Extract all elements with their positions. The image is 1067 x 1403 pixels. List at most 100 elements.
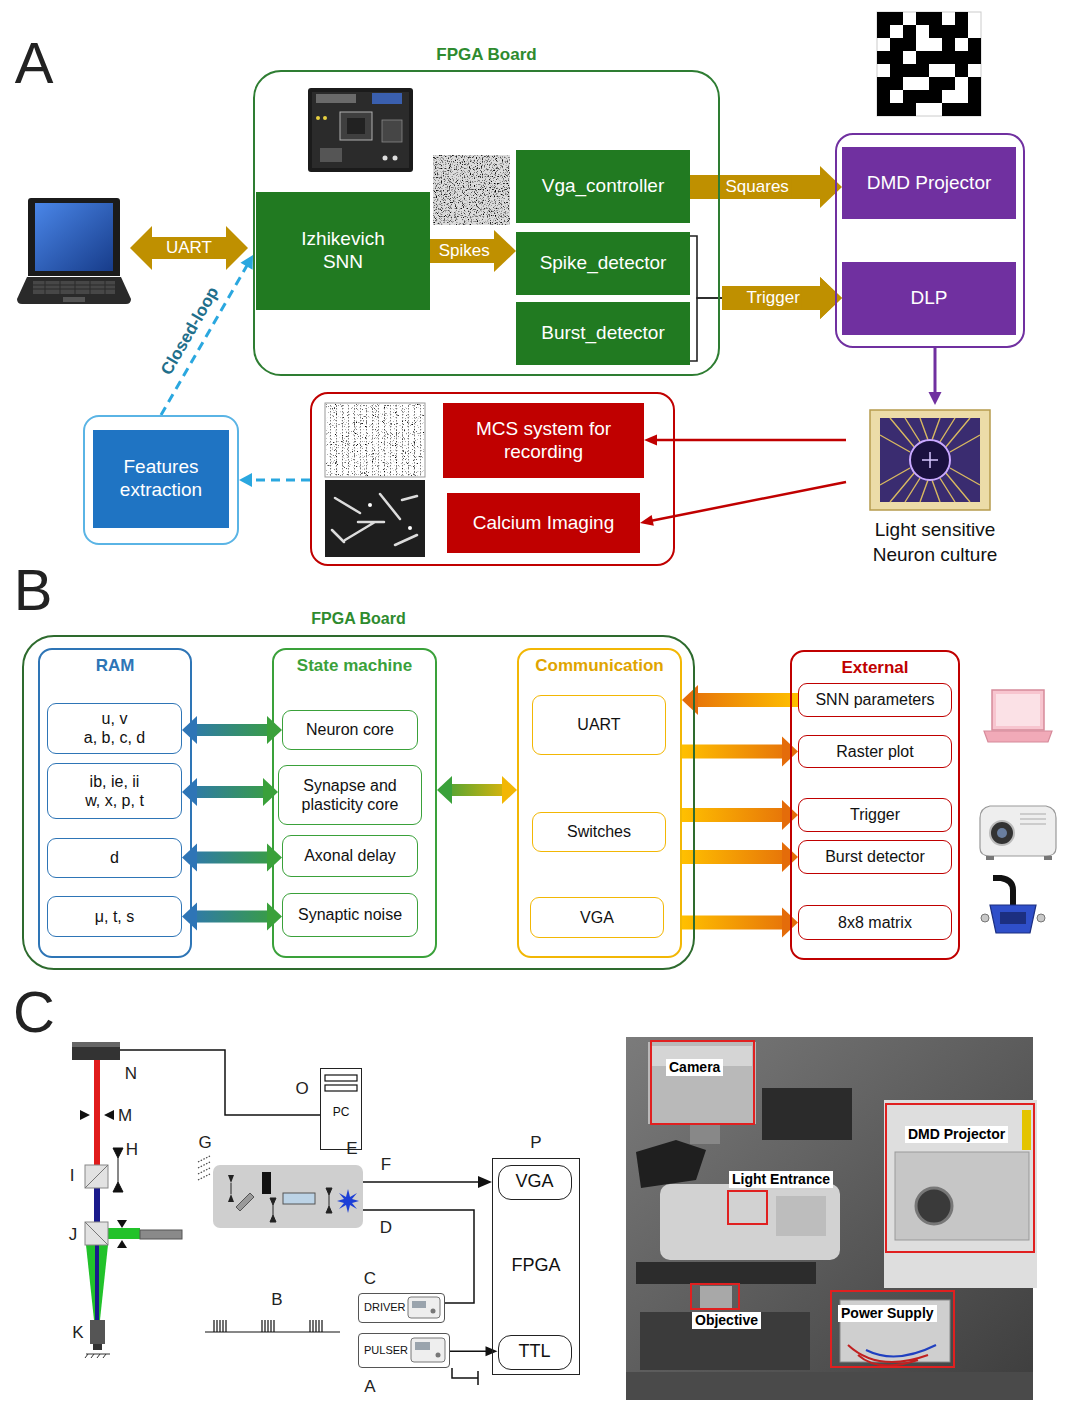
- node-text: Raster plot: [836, 742, 913, 761]
- block-cell: Switches: [532, 812, 666, 852]
- laptop-icon-part: [33, 281, 115, 294]
- setup-photo-part: [776, 1196, 826, 1236]
- block-cell: 8x8 matrix: [798, 905, 952, 940]
- optical-path-part: [117, 1220, 127, 1248]
- mea-chip-part: [922, 452, 938, 468]
- fpga-board-photo-part: [320, 148, 342, 162]
- optical-path-part: [80, 1110, 114, 1120]
- setup-photo-part: [660, 1184, 840, 1260]
- arrow-head: [182, 778, 197, 806]
- arrow-head: [267, 844, 282, 872]
- callout-letter: J: [69, 1225, 78, 1245]
- node-text: Burst_detector: [541, 322, 665, 345]
- optical-path-part: [85, 1165, 108, 1188]
- callout-letter: F: [381, 1155, 391, 1175]
- block-cell: Raster plot: [798, 735, 952, 768]
- connector: [182, 844, 282, 872]
- signal-wires: [120, 1050, 492, 1385]
- setup-photo-part: [762, 1088, 852, 1140]
- projector-icon-part: [980, 806, 1056, 856]
- arrow-head: [682, 685, 698, 715]
- setup-photo-part: [690, 1124, 720, 1144]
- fpga-board-photo-part: [393, 156, 398, 161]
- node-text: μ, t, s: [95, 907, 134, 926]
- projector-optics-part: [262, 1172, 271, 1194]
- connector-line: [194, 786, 266, 798]
- arrow-head: [267, 903, 282, 931]
- projector-icon-part: [1020, 814, 1046, 824]
- optical-path-part: [85, 1165, 108, 1188]
- instrument-icons-part: [431, 1309, 436, 1314]
- callout-letter: G: [198, 1133, 211, 1153]
- edge-label: Squares: [724, 177, 791, 197]
- pink-laptop-icon-part: [992, 690, 1044, 730]
- connector: [690, 277, 842, 361]
- arrow-head: [820, 166, 842, 208]
- signal-wires-part: [363, 1181, 478, 1183]
- node-text: SNN parameters: [815, 690, 934, 709]
- mea-chip-part: [910, 440, 950, 480]
- node-text: DRIVER: [364, 1301, 406, 1314]
- board-group: FPGA BoardRAMu, va, b, c, dib, ie, iiw, …: [22, 635, 695, 970]
- optical-path-part: [93, 1344, 102, 1350]
- callout-letter: P: [530, 1133, 541, 1153]
- laptop-icon-part: [17, 277, 131, 304]
- connector: [450, 1346, 498, 1356]
- instrument-icons-part: [325, 1085, 357, 1091]
- vga-cable-icon-part: [1000, 912, 1026, 924]
- callout-label: Light Entrance: [729, 1171, 833, 1188]
- block-cell: Synapse and plasticity core: [278, 765, 422, 825]
- setup-photo-part: [895, 1152, 1029, 1240]
- computer-box: PC: [320, 1068, 362, 1150]
- projector-box: DMD Projector: [842, 147, 1016, 219]
- mea-chip-part: [880, 418, 980, 502]
- projector-optics: [198, 1156, 363, 1228]
- pink-laptop-icon: [984, 690, 1052, 742]
- connector: [682, 908, 798, 938]
- uart-double-arrow-part: [130, 226, 248, 270]
- connector: [430, 230, 516, 272]
- fpga-board-photo-part: [312, 92, 409, 168]
- fpga-board-photo: [308, 88, 413, 172]
- node-text: Izhikevich SNN: [280, 228, 406, 274]
- projector-icon-part: [990, 821, 1014, 845]
- projector-group: DMD ProjectorDLP: [835, 133, 1025, 348]
- callout-label: DMD Projector: [905, 1126, 1008, 1143]
- projector-icon-part: [1044, 856, 1052, 860]
- edge-label: Spikes: [437, 241, 492, 261]
- setup-photo-part: [1022, 1110, 1031, 1150]
- recording-box: MCS system for recording: [443, 403, 644, 478]
- calcium-image-part: [325, 480, 425, 557]
- projector-optics-part: [283, 1193, 315, 1204]
- node-text: Neuron core: [306, 720, 394, 739]
- arrow-head: [239, 473, 252, 487]
- connector: [690, 236, 842, 319]
- connector-line: [449, 784, 505, 796]
- optical-path-part: [95, 1245, 99, 1320]
- block-cell: Neuron core: [282, 710, 418, 750]
- block-column: State machineNeuron coreSynapse and plas…: [272, 648, 437, 958]
- module-box: Vga_controller: [516, 150, 690, 223]
- edge-label: Trigger: [745, 288, 802, 308]
- arrow-head: [929, 392, 942, 405]
- photo-callout: Camera: [650, 1040, 755, 1125]
- panel-letter: B: [14, 557, 53, 624]
- group-heading: RAM: [40, 656, 190, 676]
- optical-path-part: [94, 1060, 100, 1165]
- fpga-board-photo-part: [383, 156, 388, 161]
- panel-letter: A: [15, 30, 54, 97]
- pattern-matrix-part: [877, 12, 981, 116]
- uart-double-arrow: [130, 226, 248, 270]
- node-text: Features extraction: [97, 456, 225, 502]
- arrow-head: [240, 255, 253, 270]
- optical-path-part: [108, 1228, 140, 1239]
- projector-icon-part: [997, 828, 1007, 838]
- callout-label: Power Supply: [838, 1305, 937, 1322]
- optical-path-part: [85, 1222, 108, 1245]
- connector: [182, 903, 282, 931]
- spike-raster-image-part: [433, 155, 510, 225]
- node-text: Spike_detector: [540, 252, 667, 275]
- node-text: d: [110, 848, 119, 867]
- optical-path-part: [113, 1148, 123, 1192]
